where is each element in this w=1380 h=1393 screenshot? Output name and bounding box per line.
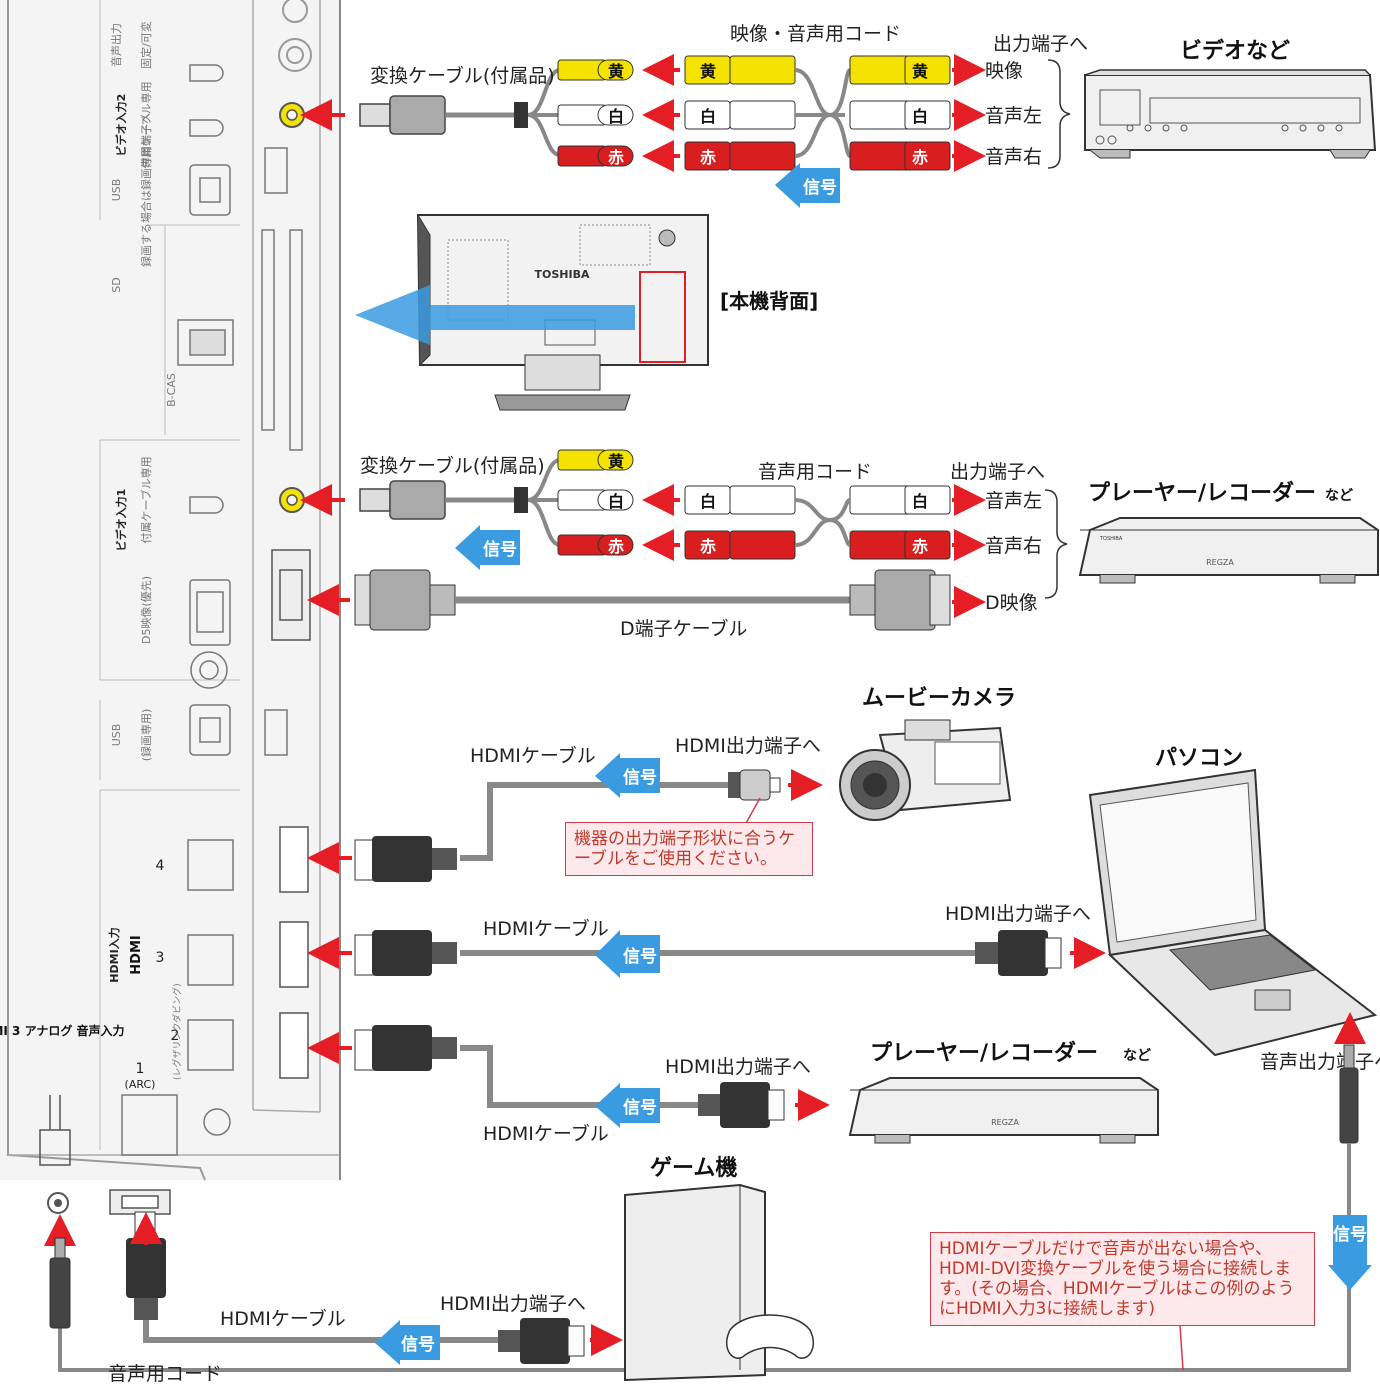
section2-video1: 黄 白 赤 白 赤 白 赤 bbox=[308, 450, 1378, 640]
player-section: HDMI出力端子へ HDMIケーブル 信号 プレーヤー/レコーダー など REG… bbox=[315, 1025, 1158, 1145]
s1-out-right: 音声右 bbox=[985, 146, 1042, 168]
s2-cord-label: 音声用コード bbox=[758, 461, 872, 483]
player-brand: REGZA bbox=[991, 1118, 1019, 1127]
player-top-suffix: など bbox=[1325, 488, 1353, 504]
s2-cable-label: 変換ケーブル(付属品) bbox=[360, 454, 545, 477]
hdmi-logo: HDMI bbox=[129, 935, 144, 974]
panel-label-usb-mid: USB bbox=[110, 724, 123, 747]
s2-plug-white: 白 bbox=[608, 492, 624, 511]
s1-cable-label: 変換ケーブル(付属品) bbox=[370, 64, 555, 87]
panel-label-sd: SD bbox=[110, 277, 123, 292]
signal-arrow-pc-vertical: 信号 bbox=[1328, 1215, 1372, 1290]
movie-camera bbox=[840, 720, 1010, 820]
panel-label-usb-top: USB bbox=[110, 179, 123, 202]
panel-label-hdmi3-analog: HDMI 3 アナログ 音声入力 bbox=[0, 1023, 125, 1038]
tv-brand: TOSHIBA bbox=[535, 268, 590, 281]
s2-plug-red: 赤 bbox=[608, 537, 624, 556]
panel-label-usb-top-note: 録画する場合は録画専用端子へ bbox=[139, 113, 153, 267]
panel-label-hdmi1: 1 bbox=[136, 1061, 145, 1077]
signal-arrow-camera: 信号 bbox=[595, 753, 660, 798]
s2-cord-white-right: 白 bbox=[912, 492, 928, 511]
tv-back-view: TOSHIBA [本機背面] bbox=[355, 215, 818, 410]
signal-arrow-player: 信号 bbox=[595, 1083, 660, 1128]
player-device: REGZA bbox=[850, 1078, 1158, 1143]
plug-white-label: 白 bbox=[608, 107, 624, 126]
s1-cord-label: 映像・音声用コード bbox=[730, 23, 901, 45]
camera-out-label: HDMI出力端子へ bbox=[675, 735, 821, 757]
player-out-label: HDMI出力端子へ bbox=[665, 1056, 811, 1078]
panel-label-hdmi4: 4 bbox=[156, 858, 165, 874]
tv-side-panel: 音声出力 固定/可変 ビデオ入力2 付属ケーブル専用 USB 録画する場合は録画… bbox=[0, 0, 340, 1214]
panel-label-hdmi-in: HDMI入力 bbox=[107, 927, 121, 982]
laptop bbox=[1090, 770, 1375, 1055]
pc-label: パソコン bbox=[1155, 746, 1243, 771]
player-top-brand: REGZA bbox=[1206, 558, 1234, 567]
cord-yellow-right: 黄 bbox=[912, 62, 928, 81]
s2-d-cable: D端子ケーブル bbox=[620, 617, 748, 640]
panel-label-hdmi2-note: (レグザリンクダビング) bbox=[171, 983, 183, 1080]
camera-label: ムービーカメラ bbox=[862, 686, 1016, 711]
panel-label-video1-note: 付属ケーブル専用 bbox=[139, 456, 153, 543]
plug-yellow-label: 黄 bbox=[608, 62, 624, 81]
s2-cord-white-left: 白 bbox=[700, 492, 716, 511]
cord-white-right: 白 bbox=[912, 107, 928, 126]
svg-text:信号: 信号 bbox=[803, 177, 837, 198]
player-top-maker: TOSHIBA bbox=[1099, 536, 1123, 542]
s1-out-label: 出力端子へ bbox=[993, 33, 1088, 55]
tv-back-caption: [本機背面] bbox=[720, 289, 818, 313]
game-label: ゲーム機 bbox=[650, 1156, 737, 1181]
game-console bbox=[625, 1185, 813, 1380]
player-label: プレーヤー/レコーダー bbox=[870, 1040, 1098, 1066]
cord-white-left: 白 bbox=[700, 107, 716, 126]
panel-label-hdmi1-note: (ARC) bbox=[125, 1078, 156, 1091]
svg-text:信号: 信号 bbox=[623, 946, 657, 967]
s2-out-left: 音声左 bbox=[985, 490, 1042, 512]
player-top-label: プレーヤー/レコーダー bbox=[1088, 480, 1316, 506]
s2-out-label: 出力端子へ bbox=[950, 461, 1045, 483]
s1-out-left: 音声左 bbox=[985, 105, 1042, 127]
player-cable-label: HDMIケーブル bbox=[483, 1122, 609, 1145]
plug-red-label: 赤 bbox=[608, 148, 624, 167]
s2-cord-red-left: 赤 bbox=[700, 537, 716, 556]
s2-out-d: D映像 bbox=[985, 592, 1038, 614]
signal-arrow-s2: 信号 bbox=[455, 525, 520, 570]
camera-note: 機器の出力端子形状に合うケーブルをご使用ください。 bbox=[565, 822, 813, 876]
pc-audio-out: 音声出力端子へ bbox=[1260, 1051, 1380, 1073]
player-suffix: など bbox=[1123, 1048, 1151, 1064]
panel-label-audio-out-note: 固定/可変 bbox=[139, 21, 153, 69]
signal-arrow-game: 信号 bbox=[375, 1320, 440, 1365]
panel-label-usb-mid-note: (録画専用) bbox=[139, 709, 153, 762]
svg-text:信号: 信号 bbox=[623, 767, 657, 788]
bottom-note: HDMIケーブルだけで音声が出ない場合や、HDMI-DVI変換ケーブルを使う場合… bbox=[930, 1232, 1315, 1326]
pc-out-label: HDMI出力端子へ bbox=[945, 903, 1091, 925]
panel-label-audio-out: 音声出力 bbox=[109, 23, 123, 67]
svg-text:信号: 信号 bbox=[401, 1334, 435, 1355]
s2-plug-yellow: 黄 bbox=[608, 452, 624, 471]
cord-red-left: 赤 bbox=[700, 148, 716, 167]
s1-out-video: 映像 bbox=[985, 60, 1023, 82]
panel-label-bcas: B-CAS bbox=[165, 373, 178, 407]
svg-text:信号: 信号 bbox=[623, 1097, 657, 1118]
pc-cable-label: HDMIケーブル bbox=[483, 917, 609, 940]
game-cable-label: HDMIケーブル bbox=[220, 1307, 346, 1330]
audio-cord-label: 音声用コード bbox=[108, 1363, 222, 1385]
panel-label-hdmi3: 3 bbox=[156, 950, 165, 966]
cord-yellow-left: 黄 bbox=[700, 62, 716, 81]
vcr-label: ビデオなど bbox=[1180, 38, 1290, 64]
panel-label-video1: ビデオ入力1 bbox=[114, 489, 128, 552]
game-out-label: HDMI出力端子へ bbox=[440, 1293, 586, 1315]
player-device-top: プレーヤー/レコーダー など TOSHIBA REGZA bbox=[1080, 480, 1378, 583]
panel-label-d5: D5映像(優先) bbox=[140, 576, 153, 644]
svg-text:信号: 信号 bbox=[1333, 1224, 1367, 1245]
camera-cable-label: HDMIケーブル bbox=[470, 744, 596, 767]
cord-red-right: 赤 bbox=[912, 148, 928, 167]
s2-cord-red-right: 赤 bbox=[912, 537, 928, 556]
panel-label-video2: ビデオ入力2 bbox=[114, 94, 128, 157]
s2-out-right: 音声右 bbox=[985, 535, 1042, 557]
vcr-device: ビデオなど bbox=[1085, 38, 1375, 158]
svg-text:信号: 信号 bbox=[483, 539, 517, 560]
section1-video2: 黄 白 赤 黄 白 赤 黄 白 赤 bbox=[308, 23, 1375, 208]
